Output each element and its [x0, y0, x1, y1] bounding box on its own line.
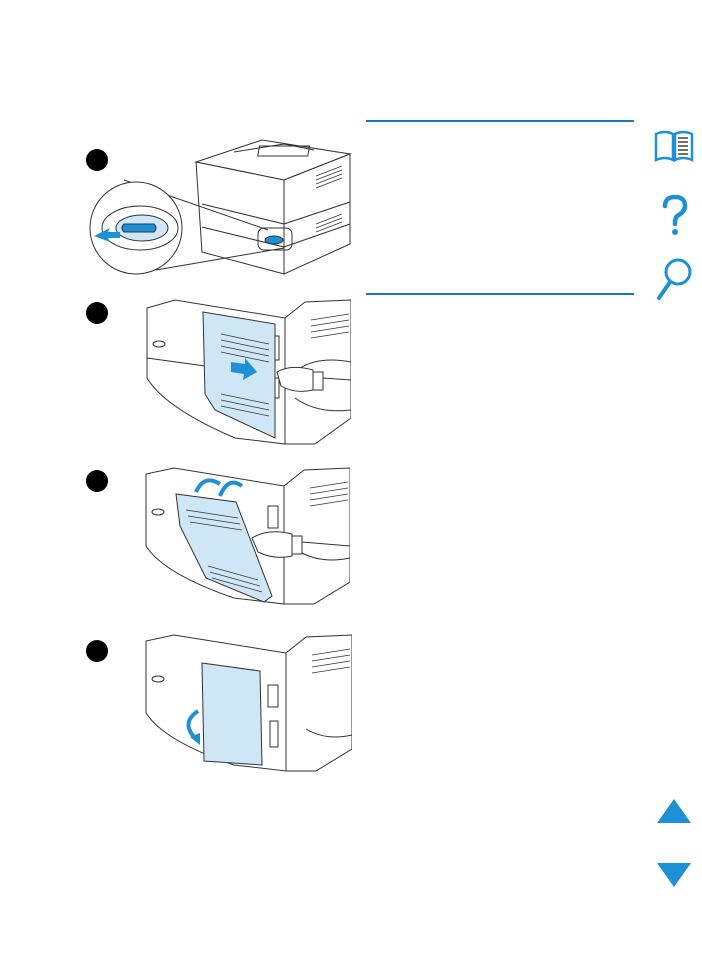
section-rule-middle — [366, 293, 634, 295]
help-question-icon[interactable] — [660, 194, 690, 238]
previous-page-up-icon[interactable] — [656, 798, 692, 824]
contents-book-icon[interactable] — [653, 128, 695, 164]
printer-power-switch-illustration — [89, 139, 352, 275]
step-marker-4 — [86, 640, 108, 662]
side-panel-slide-illustration — [146, 299, 351, 445]
step-marker-3 — [86, 470, 108, 492]
side-panel-removed-illustration — [145, 634, 352, 772]
side-panel-lift-illustration — [145, 467, 350, 605]
index-magnifier-icon[interactable] — [654, 256, 694, 302]
section-rule-top — [366, 120, 634, 122]
step-marker-2 — [86, 302, 108, 324]
step-marker-1 — [86, 149, 108, 171]
next-page-down-icon[interactable] — [656, 862, 692, 888]
